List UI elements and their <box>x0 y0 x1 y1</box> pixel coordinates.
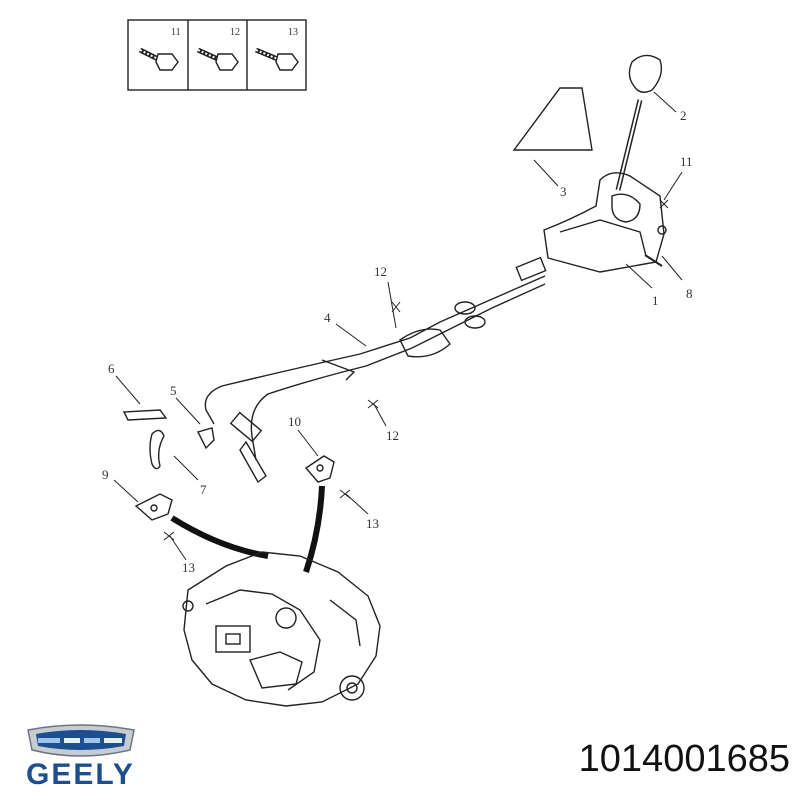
callout-labels: 1 2 3 4 5 6 7 8 9 10 11 12 12 13 13 <box>102 108 693 575</box>
part-number: 1014001685 <box>578 738 790 780</box>
spring-pin-7 <box>149 429 165 470</box>
brand-wordmark: GEELY <box>26 758 135 791</box>
pin-8 <box>644 254 663 267</box>
callout-12-bottom: 12 <box>386 428 399 443</box>
callout-2: 2 <box>680 108 687 123</box>
callout-13-right: 13 <box>366 516 379 531</box>
callout-6: 6 <box>108 361 115 376</box>
shift-lever <box>615 99 643 191</box>
shift-knob <box>628 54 663 93</box>
callout-13-left: 13 <box>182 560 195 575</box>
geely-emblem-icon <box>27 724 135 757</box>
bolt-markers <box>163 199 669 541</box>
bolt-12-icon <box>196 47 239 71</box>
bracket-9 <box>134 493 173 521</box>
callout-3: 3 <box>560 184 567 199</box>
callout-4: 4 <box>324 310 331 325</box>
callout-8: 8 <box>686 286 693 301</box>
shift-boot <box>512 87 593 151</box>
shift-cable-assembly <box>204 256 547 484</box>
washer-6 <box>122 409 168 421</box>
shifter-housing <box>543 172 667 273</box>
callout-5: 5 <box>170 383 177 398</box>
bolt-13-icon <box>255 47 299 71</box>
clip-5 <box>196 427 215 450</box>
callout-10: 10 <box>288 414 301 429</box>
callout-7: 7 <box>200 482 207 497</box>
bolt-11-icon <box>138 47 179 71</box>
fastener-label-12: 12 <box>230 27 240 38</box>
fastener-box: 11 12 13 <box>127 19 307 91</box>
fastener-label-13: 13 <box>288 27 298 38</box>
callout-9: 9 <box>102 467 109 482</box>
transmission-assembly <box>182 551 381 707</box>
callout-12-top: 12 <box>374 264 387 279</box>
bracket-10 <box>304 455 335 483</box>
fastener-label-11: 11 <box>171 27 181 38</box>
leader-lines <box>113 91 683 561</box>
callout-11: 11 <box>680 154 693 169</box>
callout-1: 1 <box>652 293 659 308</box>
